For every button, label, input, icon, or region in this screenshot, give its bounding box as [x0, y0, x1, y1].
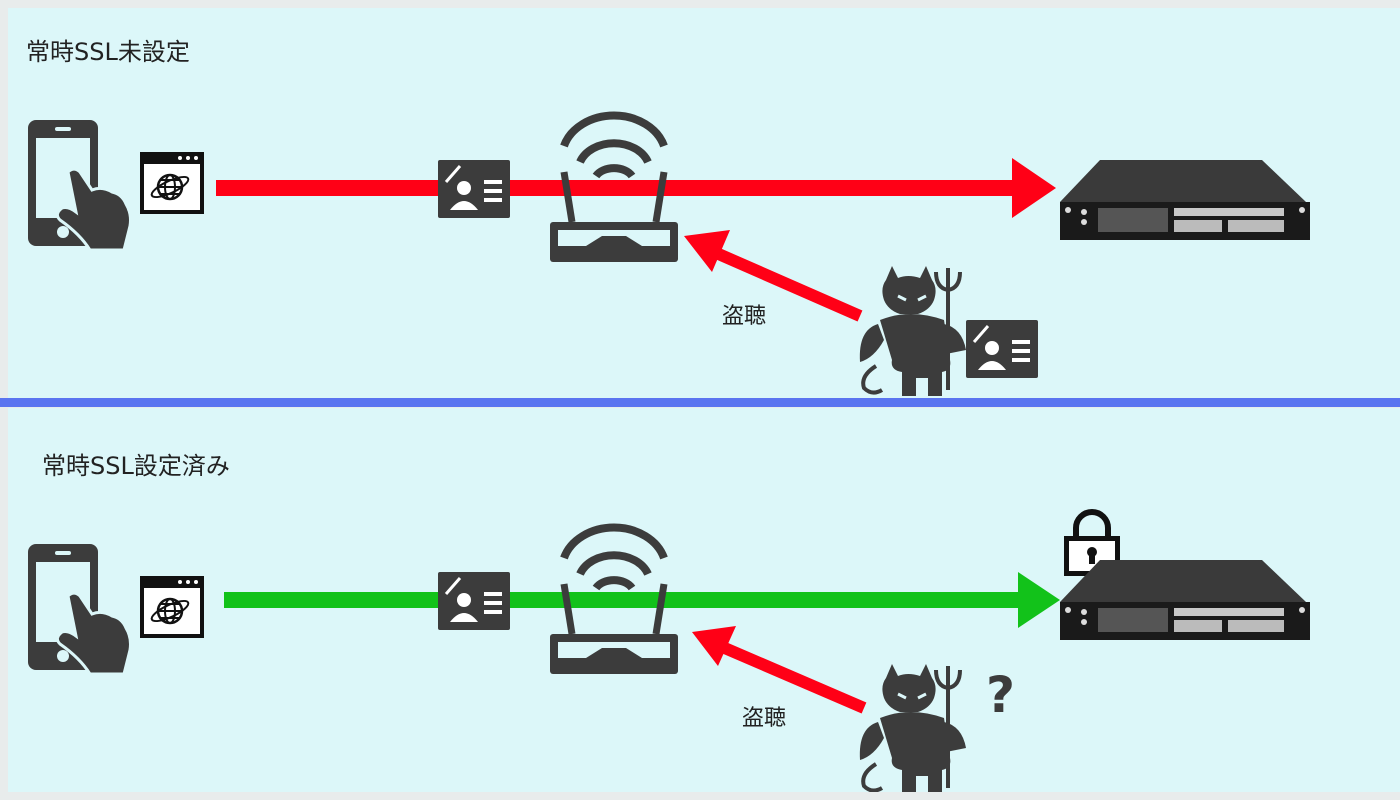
server-rack-icon — [1060, 160, 1310, 240]
insecure-panel: 常時SSL未設定 盗聴 — [8, 8, 1400, 398]
divider — [0, 398, 1400, 407]
secure-diagram — [26, 408, 1310, 792]
insecure-diagram — [26, 8, 1310, 398]
panel-title: 常時SSL未設定 — [26, 38, 190, 66]
question-mark: ? — [986, 666, 1016, 724]
panel-title: 常時SSL設定済み — [42, 452, 230, 480]
smartphone-tap-icon — [26, 542, 132, 676]
id-card-icon — [436, 158, 512, 220]
browser-window-icon — [138, 574, 206, 640]
eavesdrop-arrow — [684, 230, 863, 322]
eavesdrop-arrow — [692, 626, 867, 714]
id-card-icon — [964, 318, 1040, 380]
insecure-data-arrow — [216, 158, 1056, 218]
eavesdrop-label: 盗聴 — [722, 304, 767, 329]
id-card-icon — [436, 570, 512, 632]
eavesdrop-label: 盗聴 — [742, 706, 787, 731]
devil-icon — [857, 264, 968, 398]
smartphone-tap-icon — [26, 118, 132, 252]
secure-data-arrow — [224, 572, 1060, 628]
devil-icon — [857, 662, 968, 792]
browser-window-icon — [138, 150, 206, 216]
server-rack-icon — [1060, 560, 1310, 640]
secure-panel: 常時SSL設定済み 盗聴 ? — [8, 408, 1400, 792]
